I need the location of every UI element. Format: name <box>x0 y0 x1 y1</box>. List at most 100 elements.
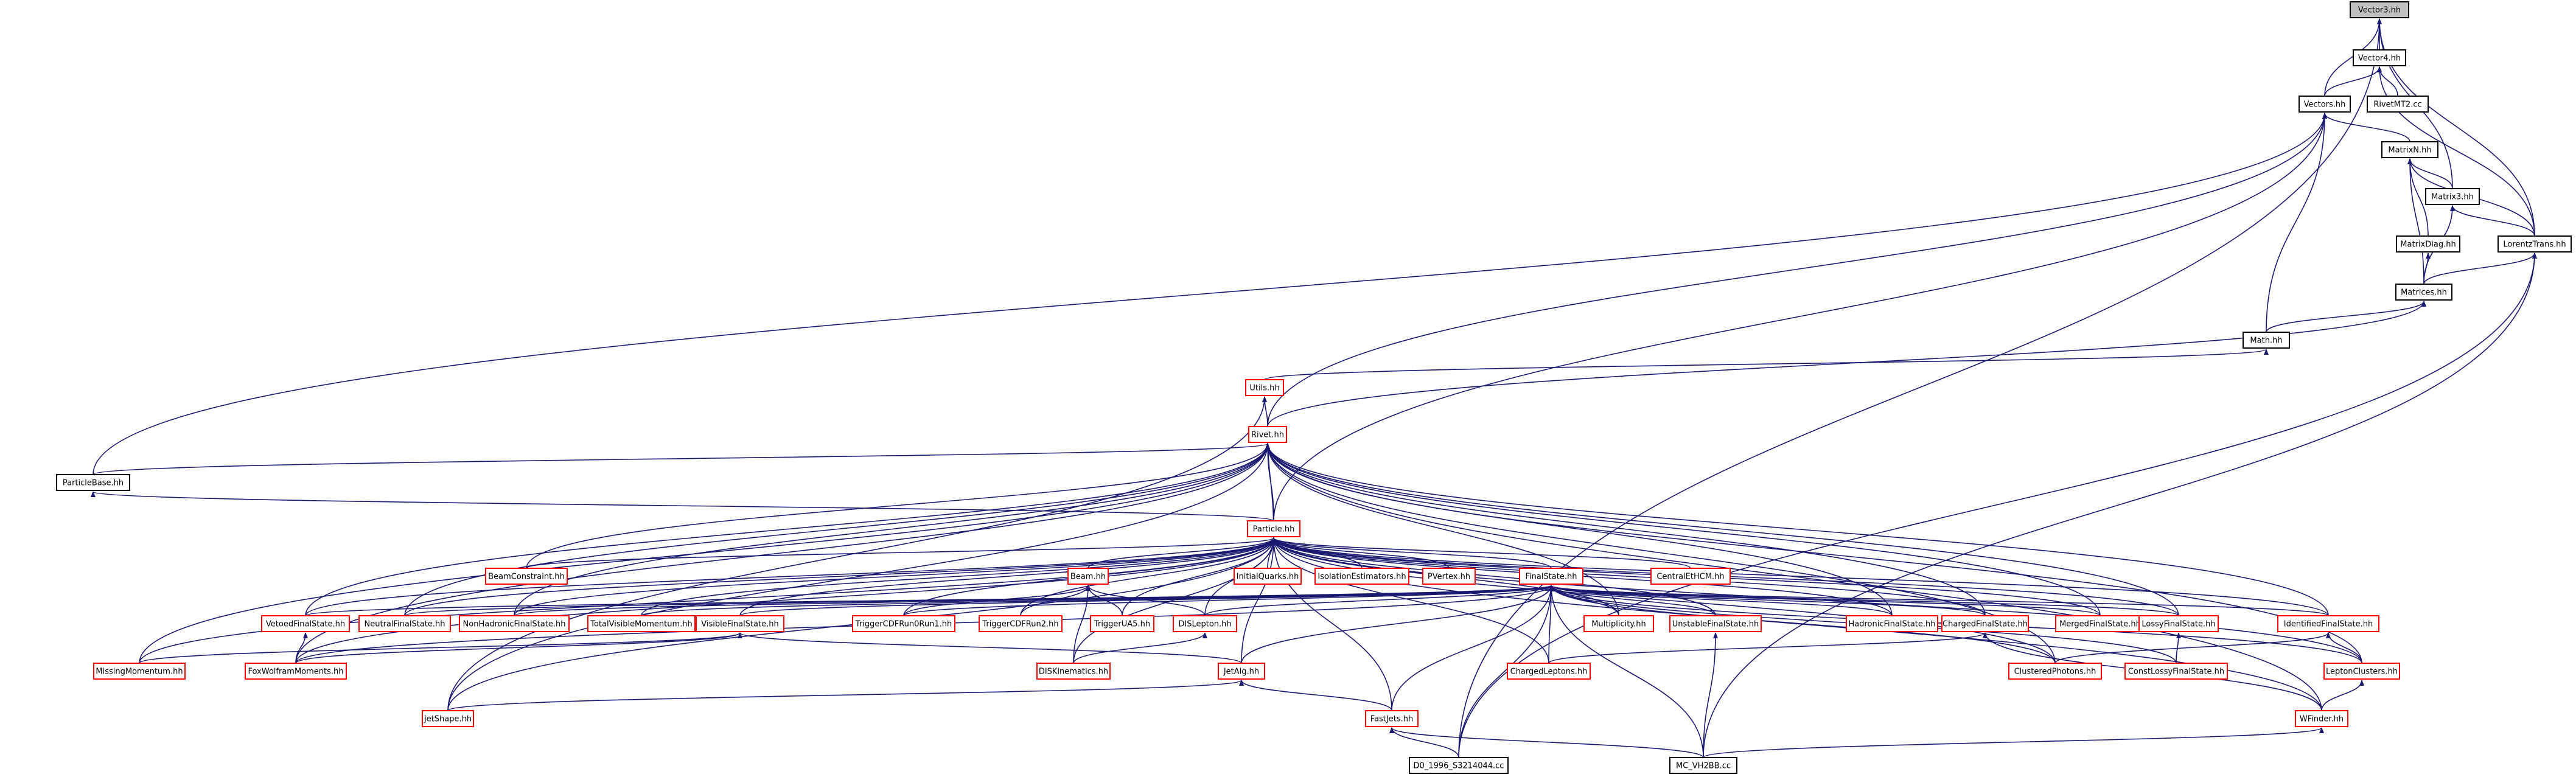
node-wfinder-box <box>2295 710 2348 727</box>
node-isolation[interactable]: IsolationEstimators.hh <box>1314 568 1409 585</box>
node-rivet-label: Rivet.hh <box>1251 431 1284 440</box>
node-finalstate-box <box>1519 568 1583 585</box>
node-missingmomentum[interactable]: MissingMomentum.hh <box>93 663 186 680</box>
edge-diskinematics-to-dislepton <box>1073 632 1207 664</box>
node-lossyfs[interactable]: LossyFinalState.hh <box>2138 615 2219 632</box>
node-particle-label: Particle.hh <box>1253 525 1295 534</box>
node-matrixn[interactable]: MatrixN.hh <box>2381 141 2438 158</box>
node-finalstate[interactable]: FinalState.hh <box>1519 568 1583 585</box>
node-constlossyfs[interactable]: ConstLossyFinalState.hh <box>2124 663 2228 680</box>
node-particle[interactable]: Particle.hh <box>1247 520 1300 537</box>
edge-matrixdiag-to-matrixn <box>2407 158 2429 237</box>
edge-particlebase-to-rivet <box>92 443 1270 475</box>
node-pvertex-label: PVertex.hh <box>1428 573 1470 582</box>
node-vetoedfs-label: VetoedFinalState.hh <box>266 620 345 629</box>
node-foxwolfram-label: FoxWolframMoments.hh <box>248 667 343 677</box>
node-unstablefs[interactable]: UnstableFinalState.hh <box>1669 615 1762 632</box>
node-constlossyfs-label: ConstLossyFinalState.hh <box>2128 667 2224 677</box>
edge-matrixn-to-vectors <box>2322 113 2410 142</box>
node-rivetmt2-box <box>2367 96 2429 113</box>
edge-foxwolfram-to-visiblefs <box>295 632 742 664</box>
node-totalvisible[interactable]: TotalVisibleMomentum.hh <box>587 615 696 632</box>
edge-jetalg-to-visiblefs <box>738 632 1242 664</box>
node-triggerua5-box <box>1090 615 1154 632</box>
node-triggercdfrun0[interactable]: TriggerCDFRun0Run1.hh <box>852 615 955 632</box>
node-lorentztrans[interactable]: LorentzTrans.hh <box>2497 235 2572 253</box>
node-matrixdiag-box <box>2396 235 2460 253</box>
node-d0_1996-box <box>1409 757 1509 774</box>
edge-lossyfs-to-finalstate <box>1549 585 2179 616</box>
edge-lorentztrans-to-matrix3 <box>2450 205 2535 237</box>
node-clusteredphotons[interactable]: ClusteredPhotons.hh <box>2008 663 2102 680</box>
node-rivetmt2[interactable]: RivetMT2.cc <box>2367 96 2429 113</box>
node-vector4[interactable]: Vector4.hh <box>2353 49 2406 66</box>
node-neutralfs-label: NeutralFinalState.hh <box>365 620 445 629</box>
node-jetalg-label: JetAlg.hh <box>1223 667 1259 677</box>
node-matrix3[interactable]: Matrix3.hh <box>2425 188 2480 205</box>
node-initialquarks[interactable]: InitialQuarks.hh <box>1234 568 1302 585</box>
node-pvertex[interactable]: PVertex.hh <box>1422 568 1476 585</box>
node-triggercdfrun2-box <box>979 615 1063 632</box>
node-vectors[interactable]: Vectors.hh <box>2299 96 2351 113</box>
edge-leptonclusters-to-identifiedfs <box>2326 632 2362 664</box>
node-math[interactable]: Math.hh <box>2243 332 2290 349</box>
node-initialquarks-label: InitialQuarks.hh <box>1237 573 1299 582</box>
edge-multiplicity-to-rivet <box>1265 443 1619 616</box>
edge-neutralfs-to-rivet <box>404 443 1270 616</box>
edge-rivet-to-vectors <box>1267 113 2327 427</box>
node-mergedfs[interactable]: MergedFinalState.hh <box>2055 615 2145 632</box>
node-matrixdiag[interactable]: MatrixDiag.hh <box>2396 235 2460 253</box>
edge-neutralfs-to-particle <box>404 537 1276 616</box>
node-nonhadronicfs[interactable]: NonHadronicFinalState.hh <box>459 615 570 632</box>
edge-matrices-to-lorentztrans <box>2423 253 2537 285</box>
node-visiblefs[interactable]: VisibleFinalState.hh <box>696 615 784 632</box>
node-unstablefs-box <box>1669 615 1762 632</box>
node-diskinematics[interactable]: DISKinematics.hh <box>1036 663 1111 680</box>
node-jetshape[interactable]: JetShape.hh <box>422 710 474 727</box>
node-clusteredphotons-label: ClusteredPhotons.hh <box>2014 667 2096 677</box>
node-leptonclusters[interactable]: LeptonClusters.hh <box>2323 663 2400 680</box>
node-chargedfs-box <box>1941 615 2029 632</box>
node-beam[interactable]: Beam.hh <box>1067 568 1109 585</box>
node-mc_vh2bb[interactable]: MC_VH2BB.cc <box>1669 757 1737 774</box>
edge-d0_1996-to-fastjets <box>1389 727 1459 758</box>
node-hadronicfs[interactable]: HadronicFinalState.hh <box>1846 615 1938 632</box>
node-particlebase-box <box>56 474 130 491</box>
node-matrix3-label: Matrix3.hh <box>2431 193 2474 202</box>
node-identifiedfs[interactable]: IdentifiedFinalState.hh <box>2277 615 2379 632</box>
edge-math-to-matrices <box>2266 301 2426 333</box>
node-matrixn-box <box>2381 141 2438 158</box>
node-fastjets[interactable]: FastJets.hh <box>1365 710 1419 727</box>
node-vetoedfs[interactable]: VetoedFinalState.hh <box>261 615 350 632</box>
node-particlebase[interactable]: ParticleBase.hh <box>56 474 130 491</box>
edge-beamconstraint-to-rivet <box>526 443 1270 569</box>
node-rivet[interactable]: Rivet.hh <box>1248 426 1287 443</box>
node-matrices[interactable]: Matrices.hh <box>2395 284 2452 301</box>
edge-clusteredphotons-to-finalstate <box>1549 585 2056 664</box>
node-chargedleptons[interactable]: ChargedLeptons.hh <box>1507 663 1591 680</box>
node-wfinder[interactable]: WFinder.hh <box>2295 710 2348 727</box>
node-d0_1996[interactable]: D0_1996_S3214044.cc <box>1409 757 1509 774</box>
node-dislepton[interactable]: DISLepton.hh <box>1173 615 1237 632</box>
node-foxwolfram[interactable]: FoxWolframMoments.hh <box>245 663 347 680</box>
node-initialquarks-box <box>1234 568 1302 585</box>
node-triggercdfrun2[interactable]: TriggerCDFRun2.hh <box>979 615 1063 632</box>
node-utils-box <box>1245 379 1284 396</box>
node-centraleihcm[interactable]: CentralEtHCM.hh <box>1650 568 1731 585</box>
edge-matrices-to-matrixn <box>2407 158 2424 285</box>
edge-mc_vh2bb-to-finalstate <box>1549 585 1704 758</box>
node-multiplicity-box <box>1583 615 1654 632</box>
node-chargedfs[interactable]: ChargedFinalState.hh <box>1941 615 2029 632</box>
node-beamconstraint[interactable]: BeamConstraint.hh <box>485 568 568 585</box>
node-jetalg[interactable]: JetAlg.hh <box>1218 663 1265 680</box>
node-triggerua5[interactable]: TriggerUA5.hh <box>1090 615 1154 632</box>
node-multiplicity[interactable]: Multiplicity.hh <box>1583 615 1654 632</box>
node-neutralfs[interactable]: NeutralFinalState.hh <box>358 615 451 632</box>
node-diskinematics-box <box>1036 663 1111 680</box>
node-utils[interactable]: Utils.hh <box>1245 379 1284 396</box>
edge-fastjets-to-finalstate <box>1391 585 1554 711</box>
node-vector3[interactable]: Vector3.hh <box>2350 1 2409 18</box>
node-identifiedfs-box <box>2277 615 2379 632</box>
node-beam-label: Beam.hh <box>1070 573 1106 582</box>
node-math-box <box>2243 332 2290 349</box>
